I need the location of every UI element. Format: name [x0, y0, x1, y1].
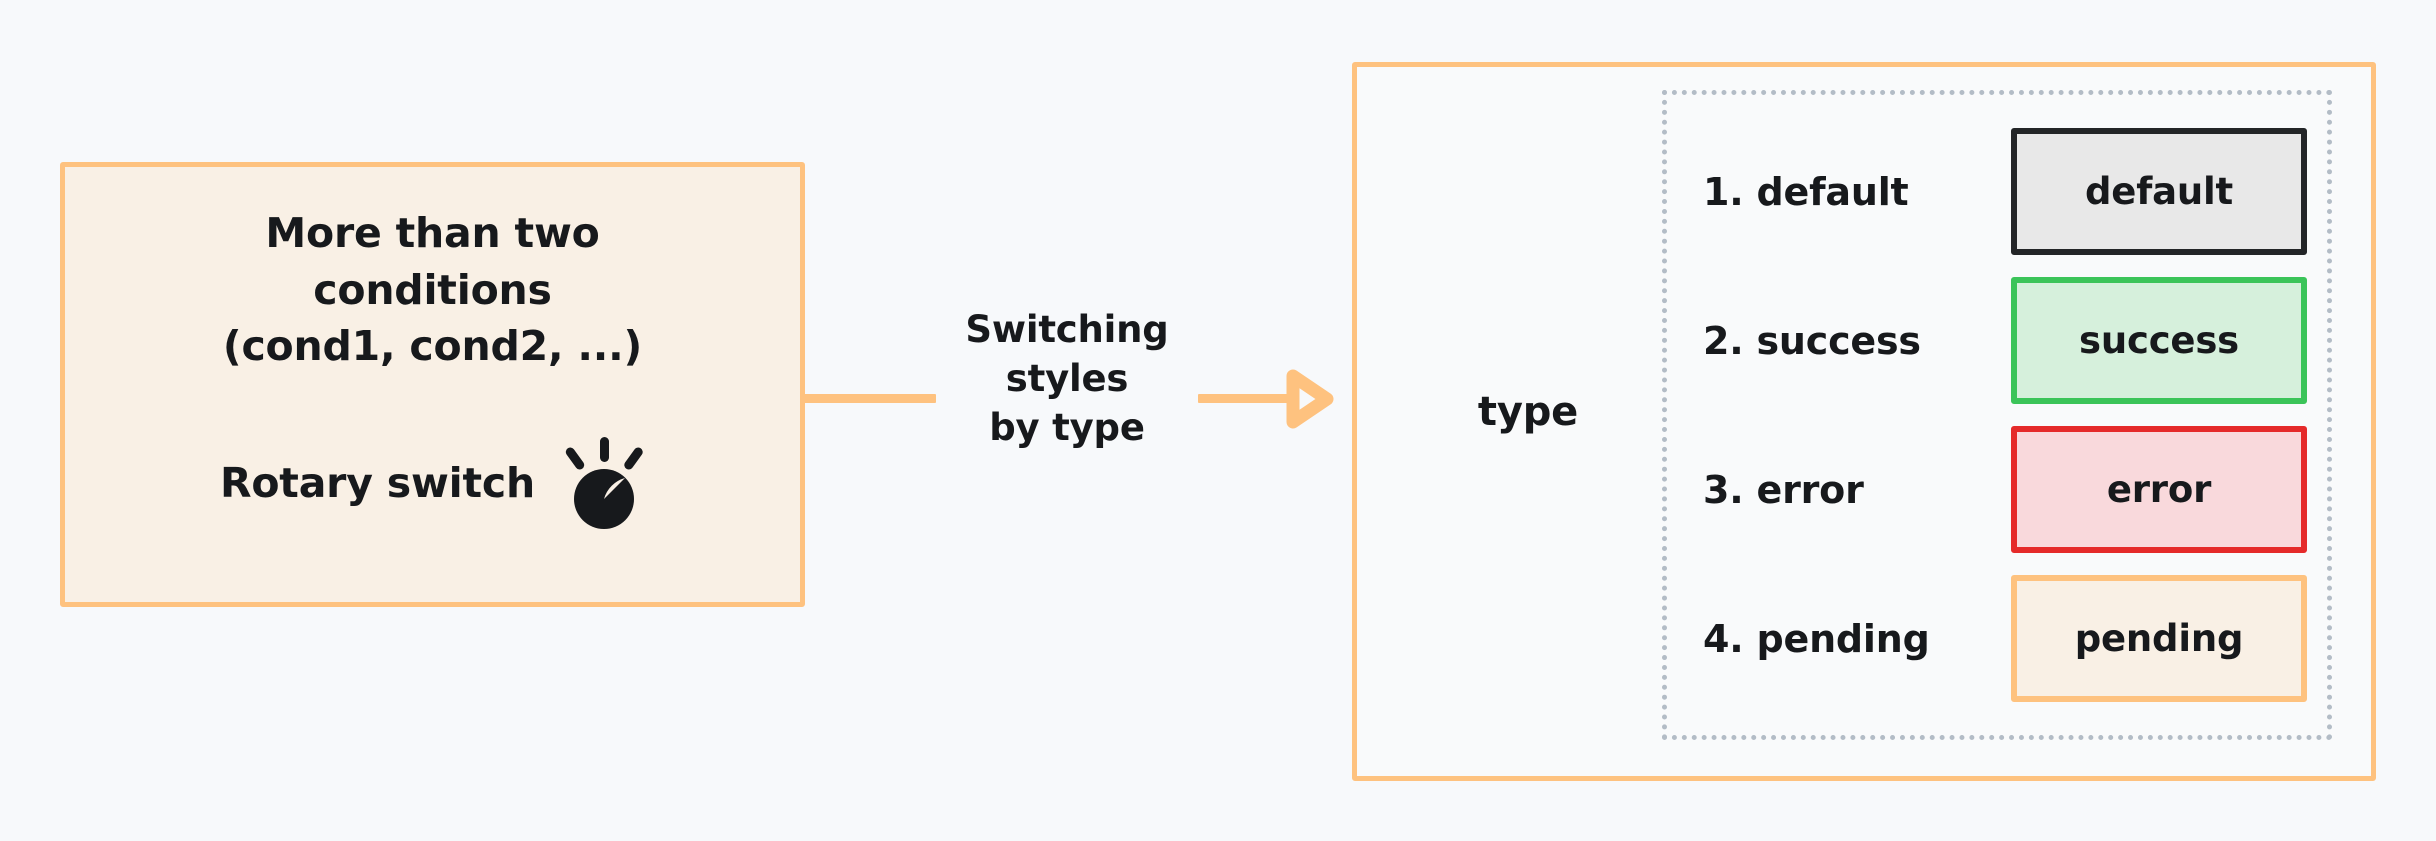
status-badge-pending: pending — [2011, 575, 2307, 702]
conditions-box: More than two conditions (cond1, cond2, … — [60, 162, 805, 607]
list-item[interactable]: 3. error error — [1701, 426, 2307, 553]
type-options-group: 1. default default 2. success success 3.… — [1662, 90, 2332, 740]
connector-line-left — [800, 394, 936, 403]
rotary-switch-icon — [565, 437, 643, 529]
connector-label: Switching styles by type — [965, 308, 1169, 449]
type-option-name: 2. success — [1703, 318, 1921, 363]
rotary-switch-label: Rotary switch — [219, 459, 536, 507]
type-option-name: 3. error — [1703, 467, 1864, 512]
type-panel: type 1. default default 2. success succe… — [1352, 62, 2376, 781]
status-badge-success: success — [2011, 277, 2307, 404]
type-option-name: 4. pending — [1703, 616, 1930, 661]
rotary-switch-row: Rotary switch — [65, 437, 800, 529]
type-panel-label: type — [1477, 389, 1579, 435]
type-option-name: 1. default — [1703, 169, 1909, 214]
conditions-title: More than two conditions (cond1, cond2, … — [222, 209, 643, 371]
status-badge-error: error — [2011, 426, 2307, 553]
arrow-right-icon — [1286, 369, 1334, 429]
status-badge-default: default — [2011, 128, 2307, 255]
list-item[interactable]: 2. success success — [1701, 277, 2307, 404]
connector-line-right — [1198, 394, 1294, 403]
list-item[interactable]: 4. pending pending — [1701, 575, 2307, 702]
list-item[interactable]: 1. default default — [1701, 128, 2307, 255]
type-options-list: 1. default default 2. success success 3.… — [1667, 95, 2327, 735]
